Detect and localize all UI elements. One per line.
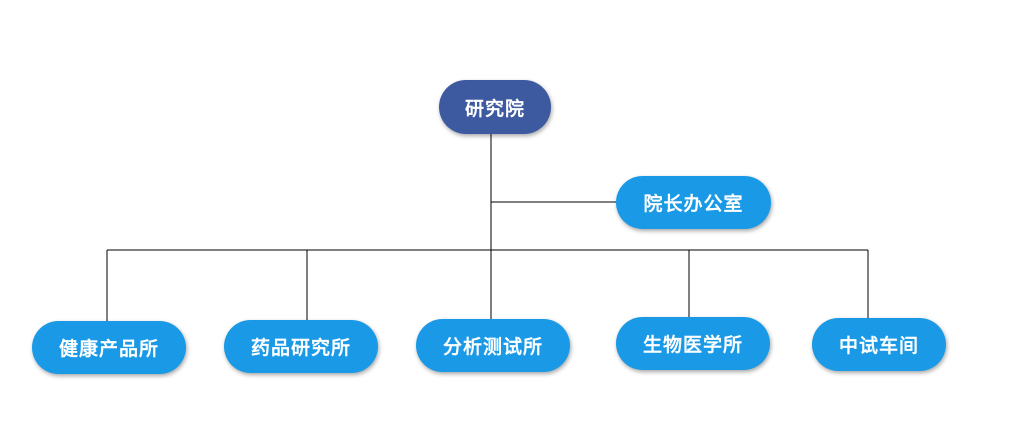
- department-node: 健康产品所: [32, 321, 186, 374]
- department-node: 分析测试所: [416, 319, 570, 372]
- root-node-label: 研究院: [464, 97, 525, 120]
- department-node: 药品研究所: [224, 320, 378, 373]
- department-node-label: 分析测试所: [442, 336, 543, 358]
- department-node: 中试车间: [812, 318, 946, 371]
- department-node-label: 中试车间: [838, 335, 919, 357]
- department-node: 生物医学所: [616, 317, 770, 370]
- office-node: 院长办公室: [616, 176, 771, 229]
- department-node-label: 健康产品所: [58, 338, 159, 360]
- department-node-label: 药品研究所: [250, 337, 351, 359]
- root-node: 研究院: [439, 80, 551, 134]
- office-node-label: 院长办公室: [643, 193, 744, 215]
- department-node-label: 生物医学所: [642, 334, 743, 356]
